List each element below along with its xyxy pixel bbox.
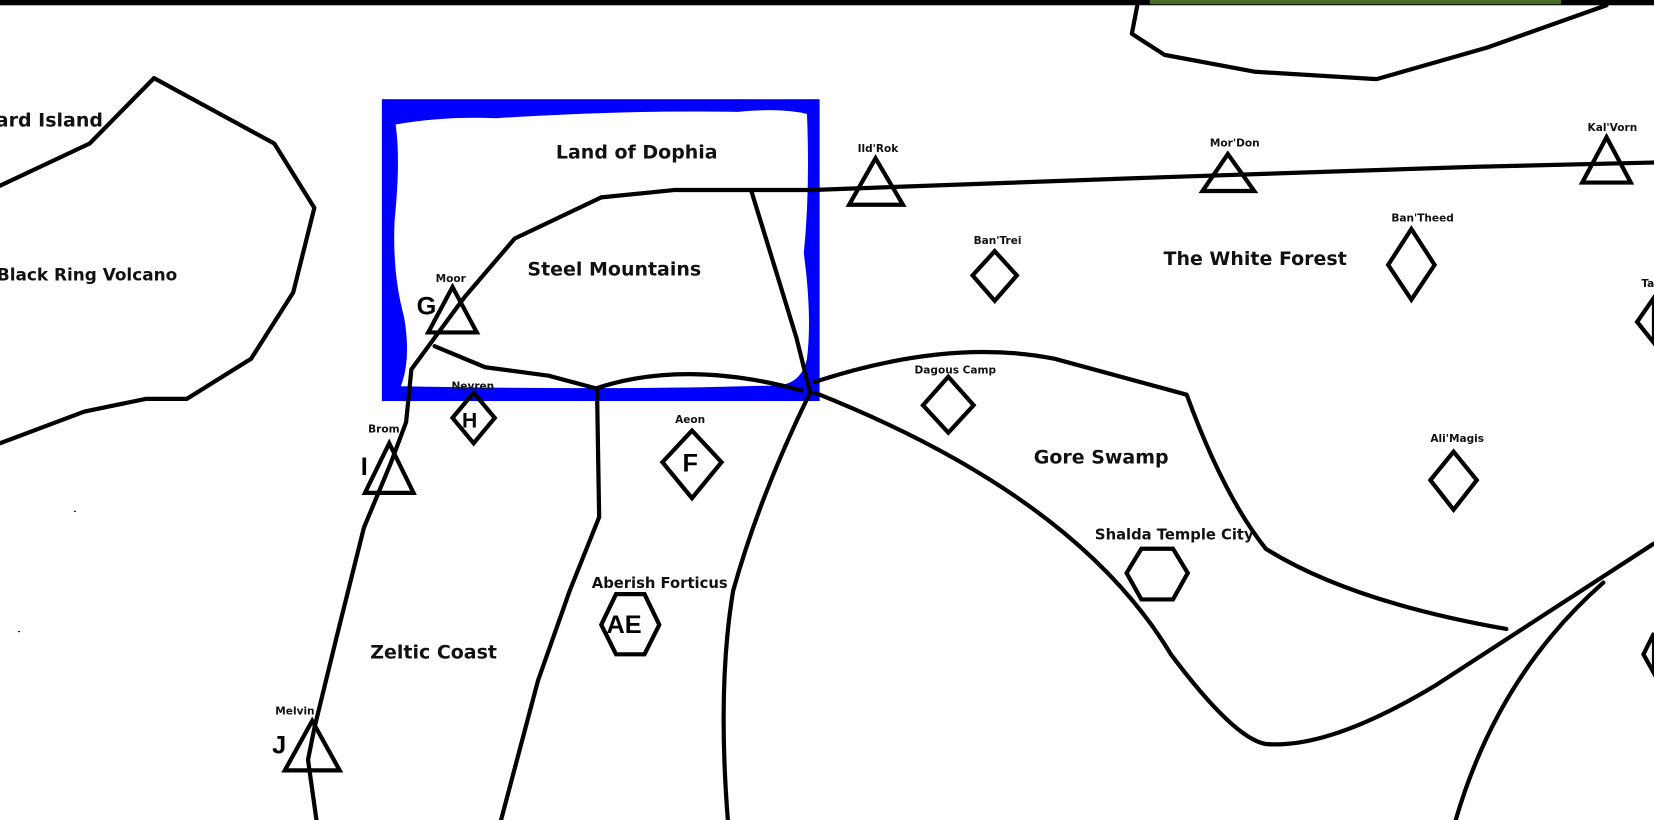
dagous-diamond-icon[interactable] <box>920 373 977 436</box>
top-border-strip <box>0 0 1654 6</box>
letter-j: J <box>272 732 286 760</box>
kalvorn-triangle-icon[interactable] <box>1578 132 1635 185</box>
label-aberish: Aberish Forticus <box>592 575 728 592</box>
label-island: ard Island <box>0 110 103 132</box>
brom-triangle-icon[interactable] <box>361 438 417 495</box>
town-alimagis: Ali'Magis <box>1430 433 1484 445</box>
label-zeltic: Zeltic Coast <box>370 642 497 664</box>
nevren-diamond-icon[interactable] <box>449 389 498 447</box>
ta-diamond-icon[interactable] <box>1634 293 1654 347</box>
label-forest: The White Forest <box>1163 248 1346 270</box>
label-shalda: Shalda Temple City <box>1095 526 1254 543</box>
letter-f: F <box>682 450 697 478</box>
town-kalvorn: Kal'Vorn <box>1588 122 1638 134</box>
edge-diamond-icon[interactable] <box>1641 632 1654 678</box>
town-moor: Moor <box>436 273 467 285</box>
top-photo-strip <box>1149 0 1562 5</box>
mordon-triangle-icon[interactable] <box>1198 150 1259 194</box>
town-nevren: Nevren <box>451 380 494 392</box>
town-ta: Ta <box>1641 278 1654 290</box>
map-borders <box>0 3 1654 820</box>
town-labels: Moor Nevren Brom Melvin Aeon Ild'Rok Mor… <box>275 122 1654 718</box>
letter-ae: AE <box>607 611 642 639</box>
town-melvin: Melvin <box>275 705 314 717</box>
marker-letters: G H I J F AE <box>272 292 698 759</box>
ildrok-triangle-icon[interactable] <box>845 154 907 207</box>
town-dagous: Dagous Camp <box>915 365 997 377</box>
alimagis-diamond-icon[interactable] <box>1427 448 1480 514</box>
town-bantheed: Ban'Theed <box>1391 213 1453 225</box>
bantrei-diamond-icon[interactable] <box>969 248 1020 304</box>
town-bantrei: Ban'Trei <box>974 235 1022 247</box>
label-swamp: Gore Swamp <box>1034 446 1169 468</box>
label-volcano: Black Ring Volcano <box>0 265 177 285</box>
letter-g: G <box>417 292 437 320</box>
region-labels: ard Island Black Ring Volcano Land of Do… <box>0 110 1347 664</box>
town-aeon: Aeon <box>675 414 705 426</box>
label-steel: Steel Mountains <box>527 258 701 280</box>
moor-triangle-icon[interactable] <box>424 282 481 335</box>
speck <box>17 631 21 633</box>
letter-h: H <box>462 409 477 432</box>
town-mordon: Mor'Don <box>1210 138 1260 150</box>
selection-highlight-box[interactable] <box>381 99 820 402</box>
letter-i: I <box>361 453 368 481</box>
town-ildrok: Ild'Rok <box>858 143 900 155</box>
label-dophia: Land of Dophia <box>556 141 718 163</box>
shalda-hexagon-icon[interactable] <box>1124 546 1191 602</box>
melvin-triangle-icon[interactable] <box>281 716 344 773</box>
aeon-diamond-icon[interactable] <box>659 427 725 502</box>
aberish-hexagon-icon[interactable] <box>598 592 662 657</box>
town-brom: Brom <box>368 424 399 436</box>
bantheed-diamond-icon[interactable] <box>1385 225 1438 304</box>
markers <box>281 132 1654 773</box>
speck <box>73 510 76 512</box>
